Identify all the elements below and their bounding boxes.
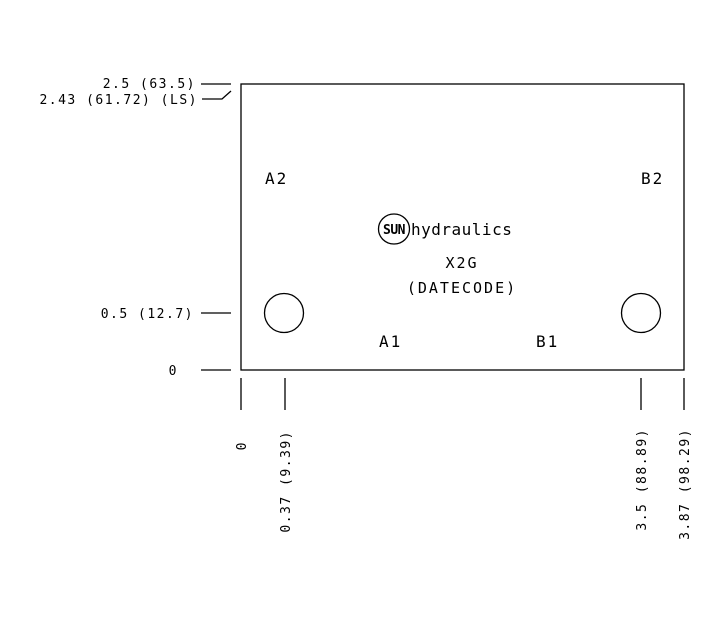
datecode: (DATECODE) (407, 279, 517, 297)
model-number: X2G (445, 254, 478, 272)
dim-label-ls: 2.43 (61.72) (LS) (39, 93, 198, 108)
dim-label-zero-horizontal: 0 (235, 441, 250, 450)
dim-label-zero-vertical: 0 (169, 364, 178, 379)
dim-label-width: 3.87 (98.29) (678, 428, 693, 540)
sun-logo-ellipse (377, 213, 411, 245)
dim-leader-ls (202, 90, 232, 100)
port-hole-right (620, 292, 662, 334)
sun-logo-text: SUN (383, 223, 406, 238)
port-label-a2: A2 (265, 169, 288, 188)
port-label-a1: A1 (379, 332, 402, 351)
dim-label-top: 2.5 (63.5) (103, 77, 196, 92)
dim-label-port-center: 0.5 (12.7) (101, 307, 194, 322)
dim-label-left-port: 0.37 (9.39) (279, 430, 294, 533)
port-label-b2: B2 (641, 169, 664, 188)
brand-name: hydraulics (411, 220, 512, 239)
dim-label-right-port: 3.5 (88.89) (635, 428, 650, 531)
port-label-b1: B1 (536, 332, 559, 351)
port-hole-left (263, 292, 305, 334)
manifold-body-outline (240, 83, 685, 371)
